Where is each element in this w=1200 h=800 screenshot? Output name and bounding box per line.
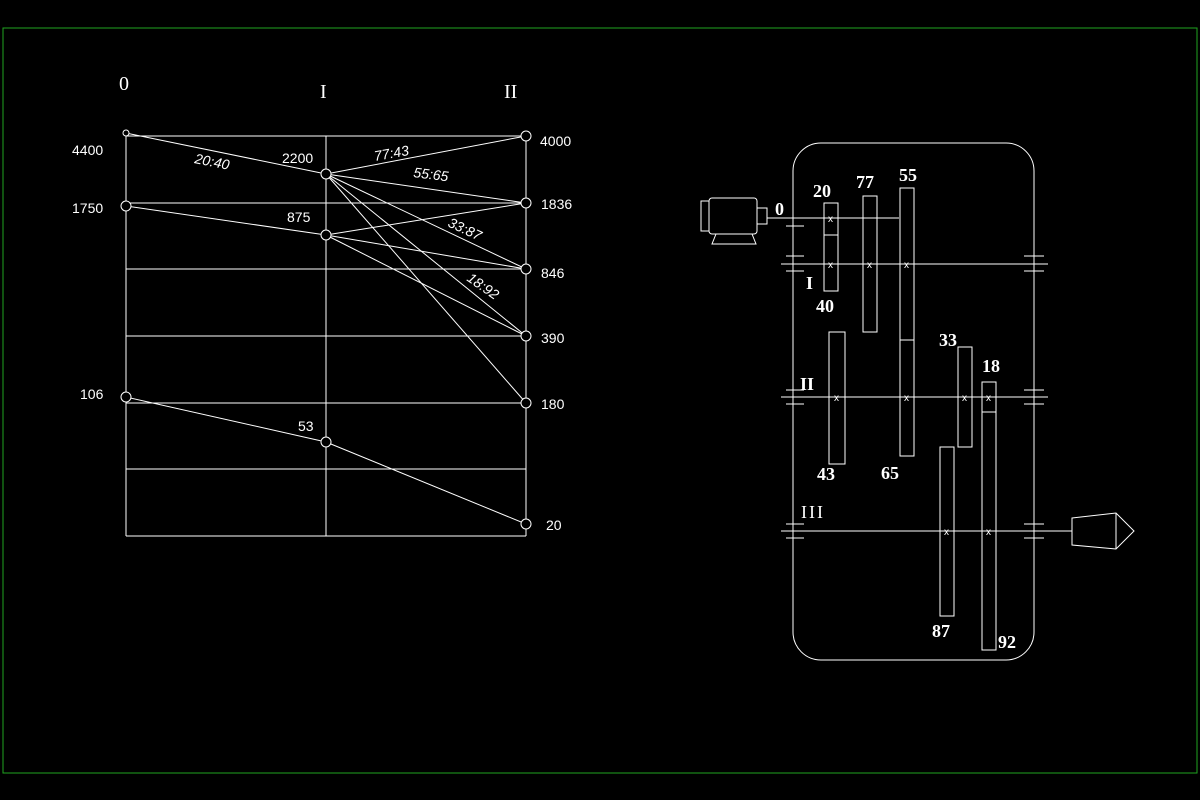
speed-shaft-label-II: II bbox=[504, 81, 517, 103]
gear-marks: x x x x x x x x x x bbox=[828, 214, 991, 538]
shaft-label-0: 0 bbox=[775, 199, 784, 219]
speed-rays bbox=[125, 132, 527, 525]
kinematic-diagram: x x x x x x x x x x 0 I II III 20 40 77 … bbox=[700, 142, 1135, 661]
svg-text:x: x bbox=[962, 393, 967, 404]
speed-chart: 0 I II 4400 1750 106 2200 875 53 4000 18… bbox=[72, 73, 572, 537]
ratio-label: 77:43 bbox=[373, 142, 410, 164]
gear-92 bbox=[981, 411, 997, 651]
svg-text:x: x bbox=[867, 260, 872, 271]
gear-label: 77 bbox=[856, 172, 874, 192]
gear-40 bbox=[823, 234, 839, 292]
speed-label: 180 bbox=[541, 396, 565, 412]
speed-shaft-label-0: 0 bbox=[119, 73, 129, 95]
speed-label: 4400 bbox=[72, 142, 103, 158]
gear-77 bbox=[862, 195, 878, 333]
speed-node bbox=[320, 168, 332, 180]
speed-node bbox=[520, 263, 532, 275]
gear-33 bbox=[957, 346, 973, 448]
speed-nodes bbox=[120, 129, 532, 530]
svg-text:x: x bbox=[986, 393, 991, 404]
motor-icon bbox=[700, 197, 768, 245]
gear-label: 18 bbox=[982, 356, 1000, 376]
gear-label: 65 bbox=[881, 463, 899, 483]
speed-node bbox=[520, 197, 532, 209]
shaft-label-I: I bbox=[806, 273, 813, 293]
speed-grid bbox=[125, 130, 527, 537]
speed-node bbox=[520, 330, 532, 342]
gear-87 bbox=[939, 446, 955, 617]
speed-node bbox=[520, 397, 532, 409]
svg-text:x: x bbox=[834, 393, 839, 404]
gears bbox=[823, 187, 997, 651]
speed-label: 1750 bbox=[72, 200, 103, 216]
speed-label: 846 bbox=[541, 265, 565, 281]
speed-shaft-label-I: I bbox=[320, 81, 327, 103]
speed-node bbox=[120, 391, 132, 403]
gear-label: 43 bbox=[817, 464, 835, 484]
shaft-label-II: II bbox=[800, 374, 814, 394]
gear-label: 33 bbox=[939, 330, 957, 350]
speed-node bbox=[120, 200, 132, 212]
speed-label: 2200 bbox=[282, 150, 313, 166]
svg-text:x: x bbox=[904, 260, 909, 271]
svg-text:x: x bbox=[904, 393, 909, 404]
gear-label: 55 bbox=[899, 165, 917, 185]
svg-text:x: x bbox=[828, 260, 833, 271]
speed-label: 875 bbox=[287, 209, 311, 225]
speed-label: 4000 bbox=[540, 133, 571, 149]
ratio-label: 33:87 bbox=[446, 214, 486, 244]
speed-node bbox=[520, 518, 532, 530]
svg-text:x: x bbox=[986, 527, 991, 538]
drawing-frame bbox=[2, 27, 1198, 774]
speed-label: 20 bbox=[546, 517, 562, 533]
speed-label: 1836 bbox=[541, 196, 572, 212]
shaft-label-III: III bbox=[801, 502, 825, 522]
gear-43 bbox=[828, 331, 846, 465]
gear-label: 20 bbox=[813, 181, 831, 201]
gear-label: 87 bbox=[932, 621, 950, 641]
output-cone-icon bbox=[1071, 512, 1135, 550]
ratio-label: 18:92 bbox=[464, 269, 502, 302]
gear-label: 40 bbox=[816, 296, 834, 316]
svg-text:x: x bbox=[828, 214, 833, 225]
speed-node bbox=[122, 129, 130, 137]
gear-label: 92 bbox=[998, 632, 1016, 652]
speed-node bbox=[320, 436, 332, 448]
ratio-label: 20:40 bbox=[192, 150, 231, 173]
speed-node bbox=[320, 229, 332, 241]
bearings bbox=[786, 225, 1044, 539]
speed-label: 53 bbox=[298, 418, 314, 434]
speed-node bbox=[520, 130, 532, 142]
svg-text:x: x bbox=[944, 527, 949, 538]
speed-label: 106 bbox=[80, 386, 104, 402]
speed-label: 390 bbox=[541, 330, 565, 346]
gearbox-housing bbox=[792, 142, 1035, 661]
ratio-label: 55:65 bbox=[413, 164, 450, 184]
gear-65 bbox=[899, 339, 915, 457]
